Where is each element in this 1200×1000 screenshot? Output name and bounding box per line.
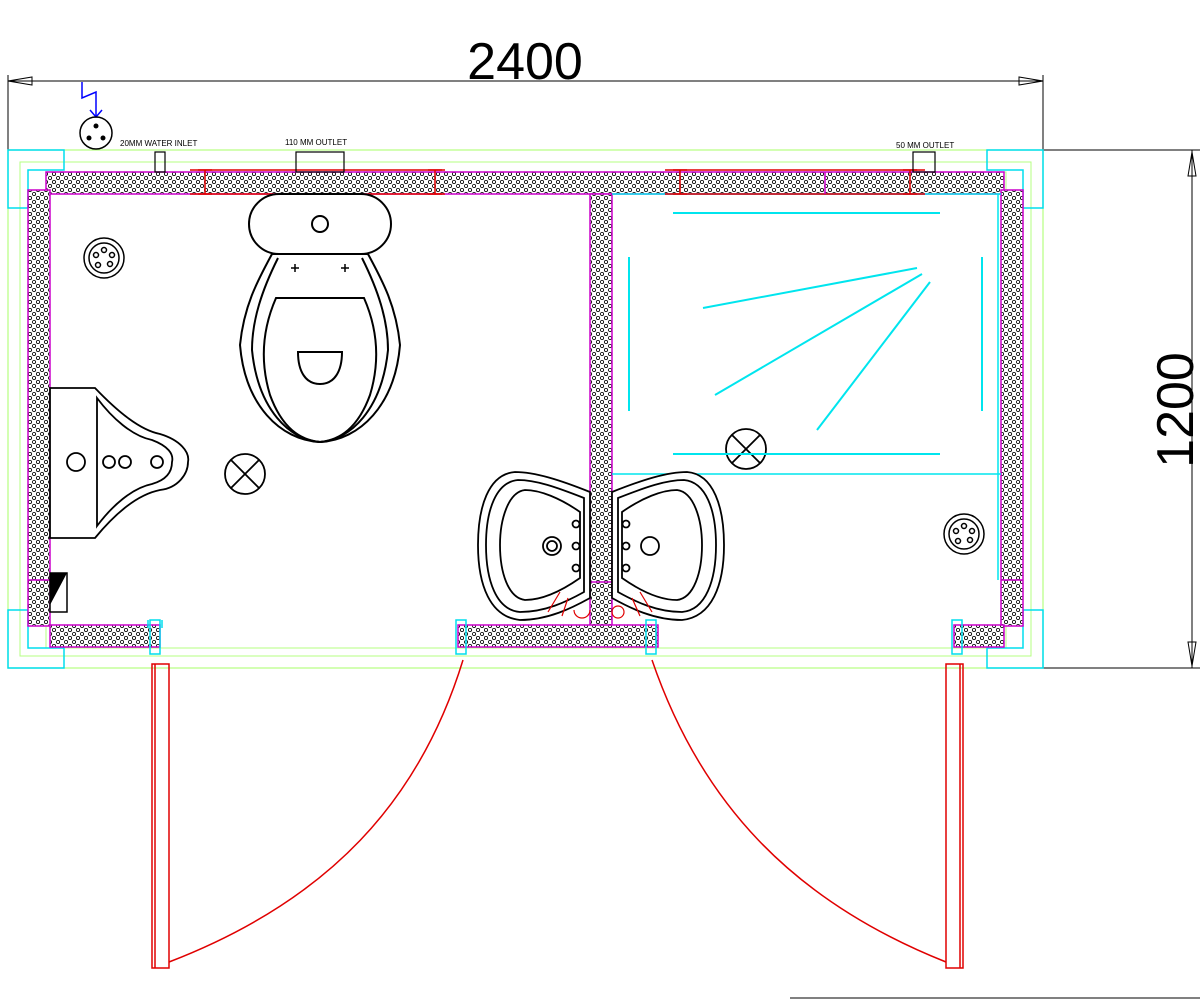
shower-icon	[628, 212, 983, 455]
water-inlet-symbol	[79, 82, 113, 150]
width-dimension-label: 2400	[467, 33, 583, 91]
basin-taps	[547, 591, 653, 619]
floor-drain-icon	[83, 237, 125, 279]
water-inlet-label: 20MM WATER INLET	[120, 139, 197, 148]
outlet-50-pipe	[912, 151, 936, 173]
insulated-walls	[27, 171, 1024, 648]
door-jambs	[147, 619, 963, 655]
bottom-wall-middle	[457, 624, 659, 648]
urinal-icon	[49, 387, 190, 539]
bottom-wall-right	[953, 624, 1005, 648]
light-fitting-icon	[224, 453, 266, 495]
corner-posts	[7, 149, 1044, 669]
water-inlet-pipe	[154, 151, 166, 173]
outlet-110-label: 110 MM OUTLET	[285, 138, 347, 147]
partition-wall	[589, 193, 613, 627]
toilet-icon	[238, 193, 402, 444]
height-dimension-label: 1200	[1147, 352, 1200, 468]
outlet-110-pipe	[295, 151, 345, 173]
switch-icon	[49, 572, 68, 613]
right-wall	[1000, 189, 1024, 627]
bottom-wall-left	[49, 624, 161, 648]
wash-basin-right-icon	[611, 471, 725, 621]
left-wall	[27, 189, 51, 627]
wash-basin-left-icon	[477, 471, 591, 621]
right-door	[651, 659, 964, 969]
left-door	[151, 659, 464, 969]
width-dimension: 2400	[7, 33, 1044, 150]
light-fitting-icon	[725, 428, 767, 470]
top-wall	[45, 171, 1005, 195]
outlet-50-label: 50 MM OUTLET	[896, 141, 954, 150]
height-dimension: 1200	[1043, 149, 1200, 669]
floor-drain-icon	[943, 513, 985, 555]
